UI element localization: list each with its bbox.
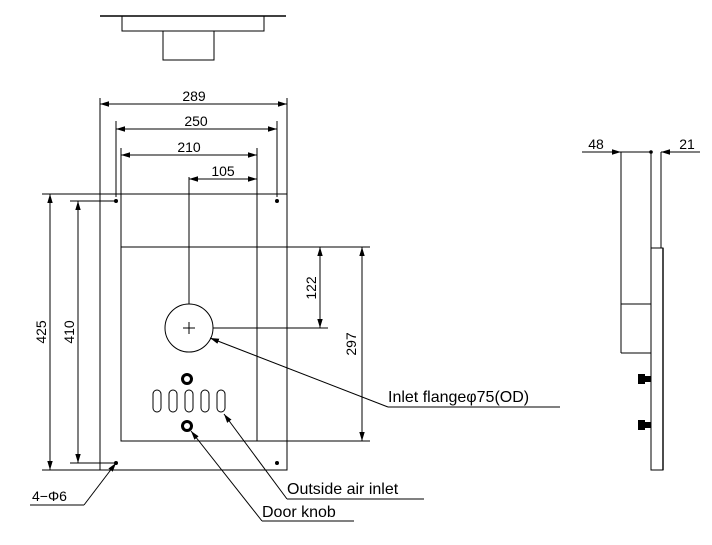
dim-panel-height: 297: [343, 332, 359, 356]
label-mount-holes: 4−Φ6: [32, 488, 67, 504]
outer-plate: [99, 193, 288, 471]
label-outside-air-inlet: Outside air inlet: [287, 481, 399, 498]
front-view: [99, 177, 288, 471]
door-knob-bottom: [181, 420, 193, 432]
dim-overall-height: 425: [33, 320, 49, 344]
horizontal-dimensions: 289 250 210 105: [99, 88, 288, 441]
label-door-knob: Door knob: [262, 504, 336, 521]
dim-inner-width: 250: [184, 113, 208, 129]
dim-inlet-offset: 122: [303, 276, 319, 300]
dim-center-offset: 105: [211, 163, 235, 179]
top-view: [100, 15, 286, 61]
outside-air-slots: [152, 389, 226, 413]
mount-hole: [275, 461, 279, 465]
vertical-dimensions: 425 410 297 122: [33, 193, 370, 471]
door-knob-top: [181, 373, 193, 385]
dim-overall-width: 289: [182, 88, 206, 104]
dim-panel-width: 210: [177, 139, 201, 155]
mount-hole: [275, 199, 279, 203]
dim-hole-height: 410: [61, 320, 77, 344]
side-view: 48 21: [582, 136, 700, 471]
callouts: Inlet flangeφ75(OD) Outside air inlet Do…: [30, 337, 560, 522]
dim-depth: 48: [588, 136, 604, 152]
label-inlet-flange: Inlet flangeφ75(OD): [388, 389, 529, 406]
dim-side-offset: 21: [679, 136, 695, 152]
